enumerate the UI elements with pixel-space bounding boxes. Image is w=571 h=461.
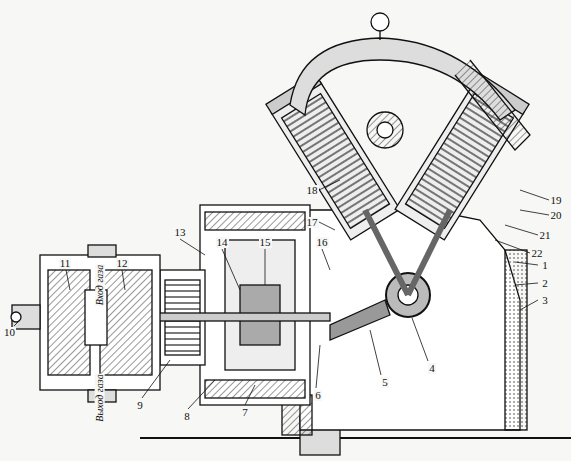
callout-number: 22 bbox=[531, 248, 544, 259]
gas-port-label: Вход газа bbox=[95, 264, 105, 306]
callout-number: 7 bbox=[241, 407, 249, 418]
callout-number: 21 bbox=[539, 230, 552, 241]
callout-number: 17 bbox=[306, 217, 319, 228]
callout-number: 6 bbox=[314, 390, 322, 401]
gas-port-label: Выход газа bbox=[95, 373, 105, 422]
callout-number: 12 bbox=[116, 258, 129, 269]
callout-number: 8 bbox=[183, 411, 191, 422]
callout-number: 2 bbox=[541, 278, 549, 289]
callout-number: 18 bbox=[306, 185, 319, 196]
callout-number: 1 bbox=[541, 260, 549, 271]
callout-number: 16 bbox=[316, 237, 329, 248]
callout-number: 9 bbox=[136, 400, 144, 411]
callout-number: 10 bbox=[3, 327, 16, 338]
callout-number: 5 bbox=[381, 377, 389, 388]
callout-number: 4 bbox=[428, 363, 436, 374]
callout-number: 14 bbox=[216, 237, 229, 248]
callout-number: 11 bbox=[59, 258, 72, 269]
callout-number: 15 bbox=[259, 237, 272, 248]
callout-number: 19 bbox=[550, 195, 563, 206]
callout-number: 20 bbox=[550, 210, 563, 221]
callout-number: 3 bbox=[541, 295, 549, 306]
callout-number: 13 bbox=[174, 227, 187, 238]
